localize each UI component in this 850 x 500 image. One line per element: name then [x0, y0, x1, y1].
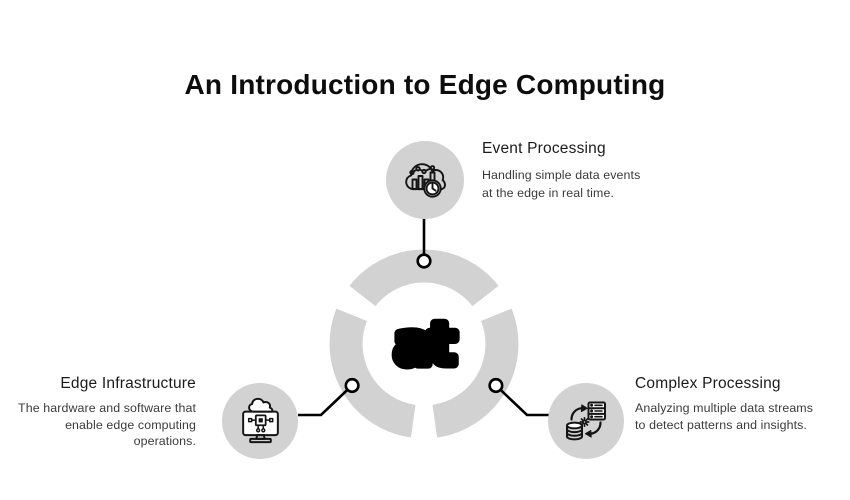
anchors	[344, 253, 504, 394]
node-complex-processing: Complex Processing Analyzing multiple da…	[635, 375, 845, 434]
node-event-processing: Event Processing Handling simple data ev…	[482, 140, 692, 202]
connector-left	[298, 384, 353, 417]
brand-logo: at	[394, 310, 456, 378]
realtime-analytics-icon	[402, 158, 448, 202]
node-circle-complex-processing	[548, 383, 624, 459]
anchor-dot-right	[488, 377, 504, 394]
node-description: Analyzing multiple data streams to detec…	[635, 401, 814, 432]
node-circle-event-processing	[386, 141, 464, 219]
node-title: Edge Infrastructure	[60, 375, 196, 392]
edge-device-icon	[238, 397, 283, 446]
node-title: Complex Processing	[635, 375, 781, 392]
anchor-dot-left	[344, 377, 360, 394]
anchor-dot-top	[416, 253, 432, 269]
data-sync-icon	[563, 398, 609, 444]
node-title: Event Processing	[482, 140, 606, 157]
connector-right	[495, 384, 550, 417]
node-circle-edge-infrastructure	[222, 383, 298, 459]
connectors	[298, 214, 550, 417]
node-edge-infrastructure: Edge Infrastructure The hardware and sof…	[16, 375, 196, 450]
node-description: Handling simple data events at the edge …	[482, 168, 641, 200]
ring-segment-top	[349, 249, 499, 307]
node-description: The hardware and software that enable ed…	[18, 401, 196, 448]
page-title: An Introduction to Edge Computing	[184, 68, 666, 100]
